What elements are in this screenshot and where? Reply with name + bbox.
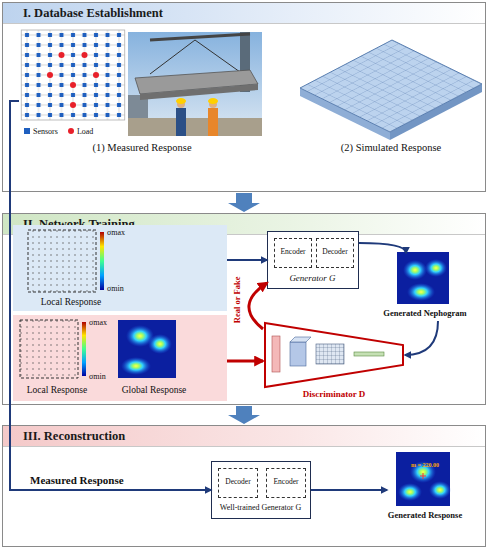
node-text: Encoder bbox=[275, 248, 311, 257]
hotspot bbox=[410, 461, 436, 483]
hotspot bbox=[407, 283, 435, 301]
conv-layer-top bbox=[290, 337, 311, 342]
worker-head bbox=[209, 100, 217, 108]
nephogram bbox=[397, 252, 449, 304]
local-response-box: σmax σminLocal Response bbox=[13, 225, 227, 311]
conv-block-grid bbox=[316, 344, 344, 364]
load-point bbox=[70, 82, 76, 88]
generator-box: Generator G Encoder Decoder bbox=[267, 231, 359, 289]
dense-layer bbox=[354, 352, 384, 356]
flow-arrow bbox=[405, 321, 438, 355]
hotspot bbox=[148, 334, 172, 354]
mesh-lines bbox=[300, 40, 482, 132]
node-text: (2) Simulated Response bbox=[297, 142, 485, 154]
section-panel: I. Database Establishment (1) Measured Re… bbox=[2, 2, 486, 192]
crane-tower bbox=[240, 32, 250, 92]
flow-arrow bbox=[227, 259, 267, 261]
global-response-map bbox=[118, 320, 176, 378]
flow-arrow bbox=[359, 243, 406, 253]
node-text: Global Response bbox=[111, 385, 197, 396]
worker bbox=[208, 108, 218, 136]
plate-top bbox=[300, 40, 482, 132]
load-point bbox=[70, 102, 76, 108]
conv-layer bbox=[290, 342, 306, 366]
section-panel: III. ReconstructionWell-trained Generato… bbox=[2, 425, 486, 547]
input-layer bbox=[272, 336, 280, 372]
local-response-map bbox=[20, 320, 78, 378]
encoder-box: Encoder bbox=[266, 468, 306, 498]
slab-side bbox=[140, 84, 258, 100]
generated-response: Generated Response bbox=[387, 453, 463, 531]
sling bbox=[195, 40, 240, 72]
block-arrow bbox=[228, 193, 260, 212]
node-text: Discriminator D bbox=[283, 389, 385, 399]
helmet bbox=[176, 98, 186, 104]
node-text: Decoder bbox=[317, 248, 353, 257]
peak-marker bbox=[420, 473, 426, 479]
node-text: σmax bbox=[89, 318, 129, 327]
measured-response-figure: (1) Measured Response bbox=[19, 29, 265, 159]
flow-arrow bbox=[249, 283, 267, 329]
photo-sky bbox=[128, 32, 262, 136]
hotspot bbox=[126, 325, 154, 347]
sensor-grid bbox=[21, 30, 125, 120]
node-text: III. Reconstruction bbox=[23, 429, 443, 443]
simulated-response-figure: (2) Simulated Response bbox=[297, 29, 485, 159]
generated-response-map bbox=[396, 452, 450, 506]
node-text: Local Response bbox=[29, 297, 113, 308]
hotspot bbox=[398, 483, 422, 501]
crane-boom bbox=[150, 34, 250, 40]
helmet bbox=[208, 98, 218, 104]
colorbar bbox=[100, 232, 104, 290]
flow-arrow bbox=[227, 360, 263, 363]
real-response-box: σmax σminLocal Response Global Response bbox=[13, 315, 227, 401]
load-point bbox=[47, 72, 53, 78]
discriminator: Discriminator D bbox=[263, 321, 405, 403]
encoder-box: Encoder bbox=[274, 238, 312, 268]
worker-head bbox=[177, 100, 185, 108]
ground bbox=[128, 118, 262, 136]
hotspot bbox=[425, 259, 447, 277]
flow-arrow bbox=[311, 489, 387, 491]
plate-side bbox=[390, 84, 482, 140]
node-text: Decoder bbox=[219, 478, 257, 487]
generator-box: Well-trained Generator G Decoder Encoder bbox=[211, 461, 311, 519]
worker bbox=[176, 108, 186, 136]
node-text: Generator G bbox=[268, 273, 357, 283]
hotspot bbox=[121, 357, 151, 375]
block-arrow bbox=[228, 406, 260, 424]
node-text: (1) Measured Response bbox=[19, 142, 265, 154]
colorbar bbox=[82, 322, 86, 376]
flow-arrow bbox=[10, 101, 211, 490]
building bbox=[128, 95, 148, 118]
load-point bbox=[93, 72, 99, 78]
node-text: I. Database Establishment bbox=[23, 6, 443, 20]
section-panel: II. Network TrainingσmaxσminLocal Respon… bbox=[2, 213, 486, 405]
grid-frame bbox=[21, 30, 125, 120]
node-text: Generated Nephogram bbox=[380, 309, 470, 319]
hotspot bbox=[429, 481, 451, 499]
node-text: Local Response bbox=[17, 385, 97, 396]
local-response-map bbox=[28, 230, 96, 292]
load-point bbox=[59, 52, 65, 58]
slab bbox=[135, 70, 258, 94]
sling bbox=[150, 40, 195, 74]
decoder-box: Decoder bbox=[218, 468, 258, 498]
node-text: σmin bbox=[107, 284, 147, 293]
conv-block bbox=[316, 344, 344, 364]
node-text: Encoder bbox=[267, 478, 305, 487]
hotspot bbox=[403, 260, 427, 280]
load-point bbox=[82, 52, 88, 58]
plate-side bbox=[300, 88, 390, 140]
node-text: σmax bbox=[107, 228, 147, 237]
node-text: Well-trained Generator G bbox=[212, 503, 309, 512]
plate-mesh bbox=[300, 40, 482, 132]
generated-nephogram: Generated Nephogram bbox=[386, 253, 464, 321]
node-text: Generated Response bbox=[379, 511, 471, 521]
trapezoid-outline bbox=[265, 323, 403, 387]
node-text: σmin bbox=[89, 372, 129, 381]
decoder-box: Decoder bbox=[316, 238, 354, 268]
